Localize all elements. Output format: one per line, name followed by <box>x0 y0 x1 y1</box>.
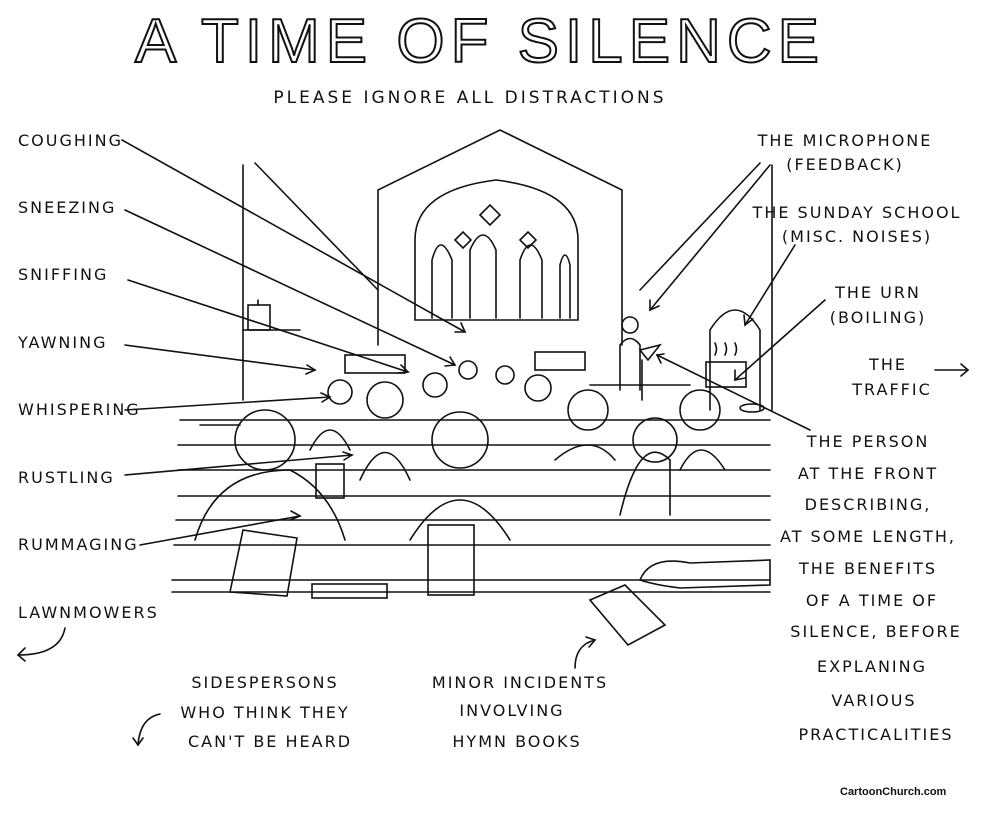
label-person-line: EXPLANING <box>817 657 927 676</box>
label-sunday-school-sub: (MISC. NOISES) <box>781 227 933 246</box>
congregation <box>194 360 726 541</box>
label-rustling: RUSTLING <box>18 468 115 487</box>
label-lawnmowers: LAWNMOWERS <box>18 603 159 622</box>
subtitle: PLEASE IGNORE ALL DISTRACTIONS <box>273 88 667 108</box>
label-microphone-sub: (FEEDBACK) <box>786 155 904 174</box>
label-person-line: PRACTICALITIES <box>798 725 954 744</box>
label-hymn-books: HYMN BOOKS <box>452 732 582 751</box>
label-person-line: VARIOUS <box>831 691 917 710</box>
label-hymn-books: INVOLVING <box>459 701 565 720</box>
label-person-line: OF A TIME OF <box>805 591 939 610</box>
label-hymn-books: MINOR INCIDENTS <box>431 673 609 692</box>
page-title: A TIME OF SILENCE <box>134 6 825 77</box>
credit-watermark: CartoonChurch.com <box>840 786 947 798</box>
label-sunday-school: THE SUNDAY SCHOOL <box>752 203 962 222</box>
label-person-line: DESCRIBING, <box>804 495 932 514</box>
label-sidespersons: CAN'T BE HEARD <box>187 732 353 751</box>
church-walls <box>242 129 773 411</box>
label-urn-sub: (BOILING) <box>829 308 927 327</box>
label-sidespersons: SIDESPERSONS <box>191 673 339 692</box>
label-whispering: WHISPERING <box>18 400 141 419</box>
hymn-books <box>229 463 771 647</box>
speaker-at-lectern <box>589 316 691 401</box>
label-rummaging: RUMMAGING <box>18 535 139 554</box>
label-sidespersons: WHO THINK THEY <box>180 703 350 722</box>
label-sniffing: SNIFFING <box>18 265 109 284</box>
label-person-line: SILENCE, BEFORE <box>790 622 962 641</box>
label-coughing: COUGHING <box>18 131 123 150</box>
label-person-line: THE PERSON <box>806 432 930 451</box>
label-person-line: THE BENEFITS <box>798 559 938 578</box>
label-person-line: AT THE FRONT <box>797 464 939 483</box>
organ <box>242 299 586 374</box>
arched-window <box>414 179 579 321</box>
distraction-arrows <box>16 139 970 747</box>
label-traffic-1: THE <box>869 355 907 374</box>
label-sneezing: SNEEZING <box>18 198 117 217</box>
pews <box>171 419 771 593</box>
label-traffic-2: TRAFFIC <box>852 380 932 399</box>
label-microphone: THE MICROPHONE <box>757 131 933 150</box>
label-person-line: AT SOME LENGTH, <box>779 527 957 546</box>
label-urn: THE URN <box>835 283 921 302</box>
label-yawning: YAWNING <box>18 333 108 352</box>
